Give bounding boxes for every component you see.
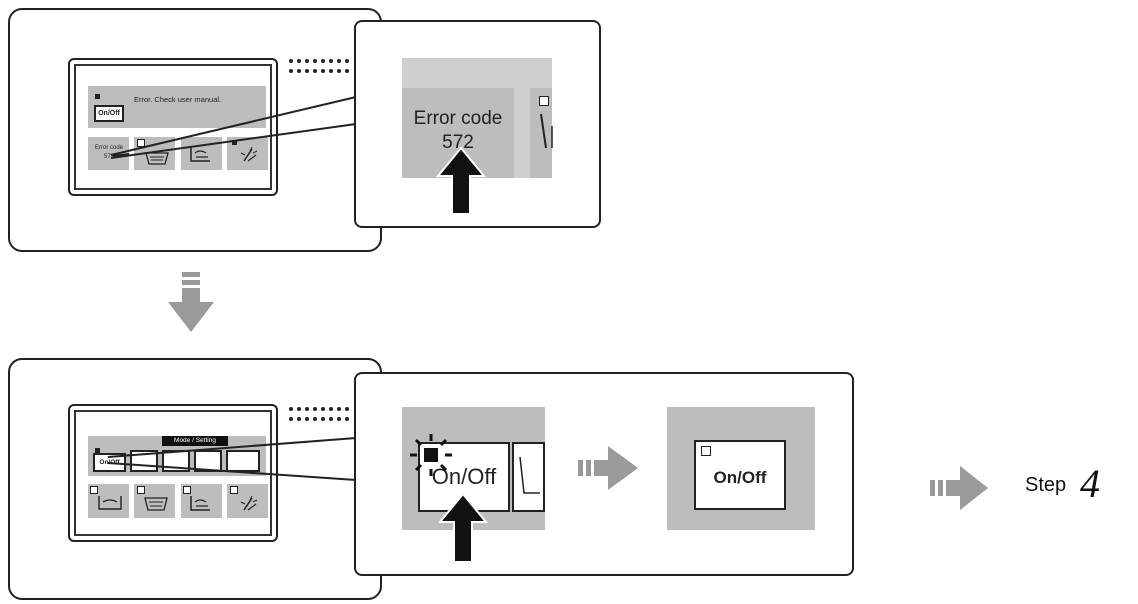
small-indicator-icon: [232, 140, 237, 145]
error-code-small-value: 572: [103, 154, 114, 160]
basket-icon: [144, 497, 168, 511]
wash-mode-icon: [190, 147, 210, 162]
mode-setting-label: Mode / Setting: [162, 436, 228, 446]
light-icon: [240, 146, 258, 162]
speaker-grille-top: [289, 59, 349, 73]
error-code-tile-small: [88, 137, 129, 170]
blinking-indicator-icon: [410, 434, 452, 476]
mode-button-4[interactable]: [226, 450, 260, 472]
indicator-box-icon: [230, 486, 238, 494]
error-code-label-large: Error code: [413, 108, 503, 129]
next-step-down-arrow-icon: [168, 272, 214, 332]
error-code-small-label: Error code: [94, 145, 123, 151]
indicator-box-icon: [90, 486, 98, 494]
indicator-box-icon: [701, 446, 711, 456]
small-indicator-icon: [95, 94, 100, 99]
press-arrow-icon: [435, 146, 487, 215]
mode-button-partial[interactable]: [512, 442, 545, 512]
press-arrow-icon: [437, 492, 489, 563]
indicator-box-icon: [183, 486, 191, 494]
error-code-value-large: 572: [442, 132, 474, 153]
next-step-arrow-icon: [930, 466, 988, 510]
error-message-text: Error. Check user manual.: [134, 95, 222, 104]
transition-arrow-icon: [578, 446, 638, 490]
small-indicator-icon: [95, 448, 100, 453]
indicator-box-icon: [539, 96, 549, 106]
basket-icon-partial: [519, 456, 540, 494]
indicator-box-icon: [137, 139, 145, 147]
speaker-grille-bottom: [289, 407, 349, 421]
indicator-box-icon: [137, 486, 145, 494]
onoff-button-small-top[interactable]: On/Off: [94, 105, 124, 122]
mode-tile-2-top: [181, 137, 222, 170]
step-label: Step: [1025, 474, 1067, 496]
mode-button-3[interactable]: [194, 450, 222, 472]
basket-icon: [145, 152, 169, 165]
step-number: 4: [1080, 461, 1100, 506]
wash-mode-icon: [190, 496, 210, 511]
light-icon: [240, 495, 258, 511]
basket-icon-partial: [540, 113, 553, 149]
tub-icon: [98, 496, 122, 510]
mode-tile-partial: [530, 88, 552, 178]
